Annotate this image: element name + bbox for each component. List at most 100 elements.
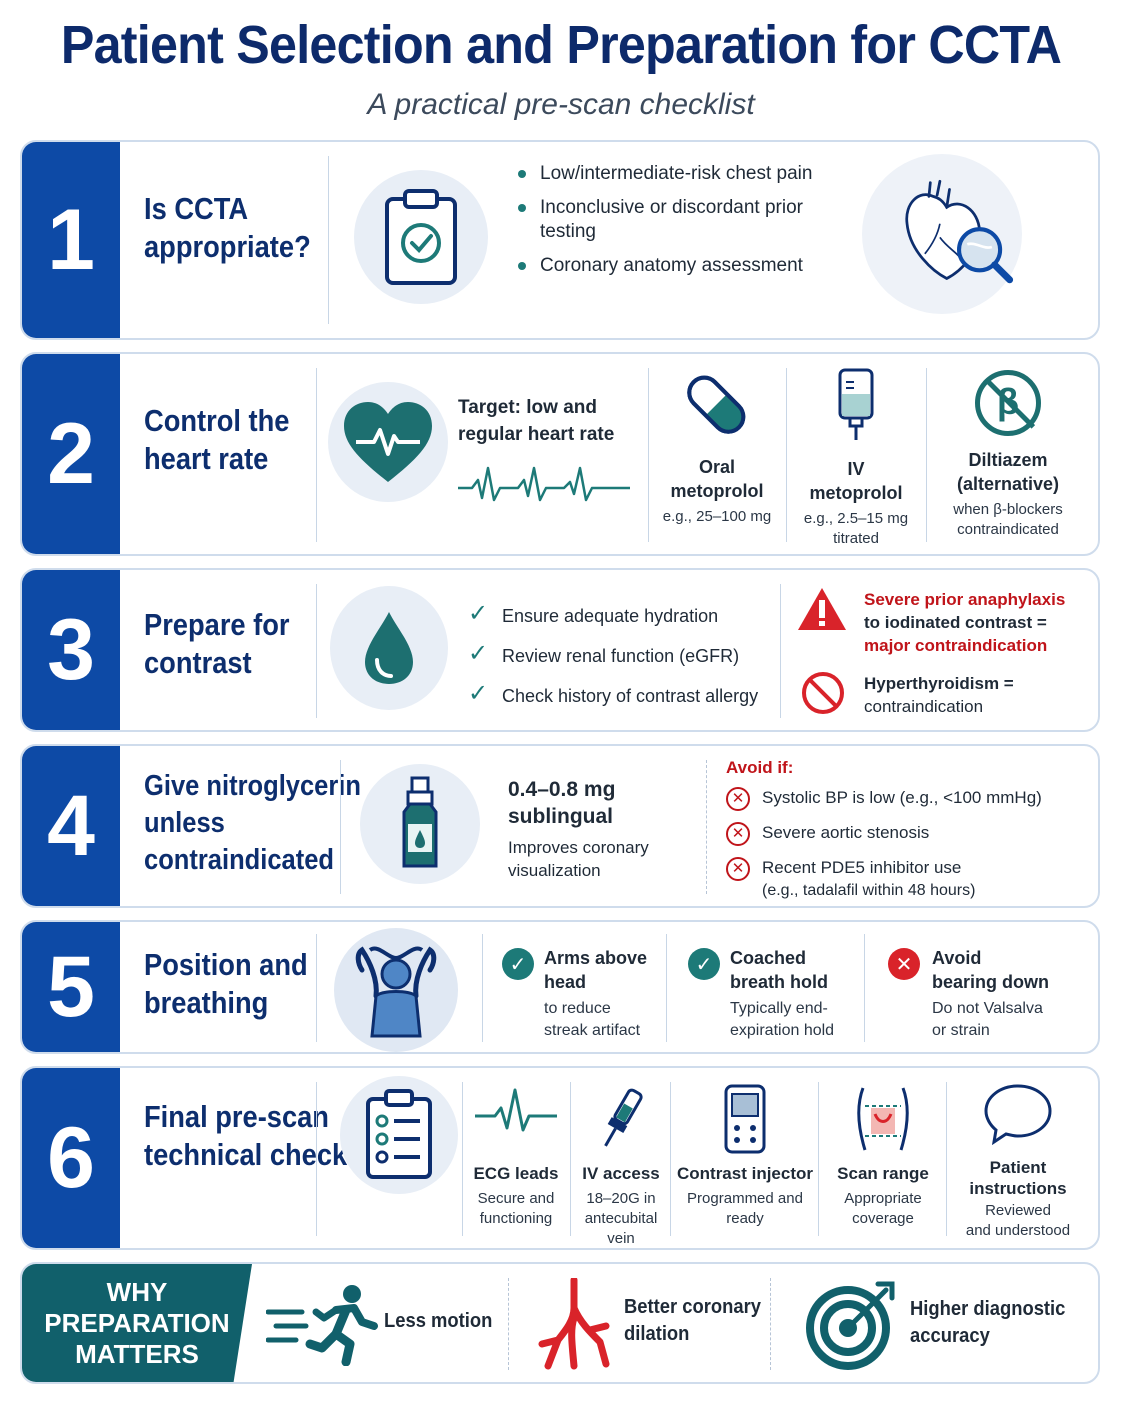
divider: [864, 934, 865, 1042]
section-number: 5: [22, 922, 120, 1052]
section-number: 6: [22, 1068, 120, 1248]
iv-catheter-icon: [604, 1088, 643, 1147]
checkmark-icon: ✓: [688, 948, 720, 980]
drug-iv-metoprolol: IV metoprolol e.g., 2.5–15 mg titrated: [788, 366, 924, 549]
section-5-positioning: 5 Position and breathing ✓ Arms above he…: [20, 920, 1100, 1054]
avoid-bearing-down-item: Avoid bearing down Do not Valsalva or st…: [932, 948, 1049, 1039]
section-title: Position and breathing: [144, 947, 308, 1020]
drug-oral-metoprolol: Oral metoprolol e.g., 25–100 mg: [650, 368, 784, 527]
divider: [570, 1082, 571, 1236]
section-title: Give nitroglycerin unless contraindicate…: [144, 770, 361, 876]
divider: [316, 1082, 317, 1236]
section-1-appropriateness: 1 Is CCTA appropriate? Low/intermediate-…: [20, 140, 1100, 340]
divider: [648, 368, 649, 542]
iv-access-item: IV access 18–20G in antecubital vein: [570, 1084, 672, 1248]
list-item: Check history of contrast allergy: [466, 682, 786, 708]
x-circle-icon: ✕: [888, 948, 920, 980]
list-item: Inconclusive or discordant prior testing: [514, 196, 814, 244]
why-preparation-matters: WHY PREPARATION MATTERS Less motion Bett…: [20, 1262, 1100, 1384]
x-circle-icon: ✕: [726, 822, 750, 846]
divider: [508, 1278, 509, 1370]
warning-triangle-icon: [798, 588, 846, 630]
heart-magnifier-icon: [862, 154, 1022, 314]
target-text: Target: low and regular heart rate: [458, 397, 615, 445]
header: Patient Selection and Preparation for CC…: [0, 14, 1122, 122]
no-beta-blocker-icon: β: [975, 370, 1041, 436]
hyperthyroidism-note: Hyperthyroidism = contraindication: [864, 674, 1014, 716]
list-item: Review renal function (eGFR): [466, 642, 786, 668]
divider: [316, 368, 317, 542]
ecg-leads-item: ECG leads Secure and functioning: [464, 1086, 568, 1229]
higher-accuracy-text: Higher diagnostic accuracy: [910, 1298, 1066, 1347]
section-title: Is CCTA appropriate?: [144, 191, 311, 264]
better-dilation-text: Better coronary dilation: [624, 1296, 762, 1345]
divider: [786, 368, 787, 542]
divider: [666, 934, 667, 1042]
clipboard-check-icon: [354, 170, 488, 304]
arms-raised-person-icon: [334, 928, 458, 1052]
divider: [946, 1082, 947, 1236]
list-item: ✕ Systolic BP is low (e.g., <100 mmHg): [726, 786, 1086, 811]
divider: [328, 156, 329, 324]
list-item: Coronary anatomy assessment: [514, 254, 814, 278]
section-title: Control the heart rate: [144, 403, 290, 476]
contrast-injector-item: Contrast injector Programmed and ready: [672, 1084, 818, 1229]
speech-bubble-icon: [984, 1084, 1052, 1146]
why-label: WHY PREPARATION MATTERS: [22, 1264, 252, 1382]
divider: [770, 1278, 771, 1370]
divider: [818, 1082, 819, 1236]
water-drop-icon: [330, 586, 448, 710]
x-circle-icon: ✕: [726, 857, 750, 881]
page-title: Patient Selection and Preparation for CC…: [60, 15, 1062, 75]
running-person-icon: [266, 1285, 378, 1366]
list-item: ✕ Severe aortic stenosis: [726, 821, 1086, 846]
divider: [926, 368, 927, 542]
divider: [340, 760, 341, 894]
list-item: ✕ Recent PDE5 inhibitor use (e.g., tadal…: [726, 856, 1086, 902]
checkmark-icon: ✓: [502, 948, 534, 980]
section-number: 2: [22, 354, 120, 554]
breath-hold-item: Coached breath hold Typically end- expir…: [730, 948, 835, 1039]
divider: [482, 934, 483, 1042]
drug-diltiazem: β Diltiazem (alternative) when β-blocker…: [928, 370, 1088, 540]
criteria-list: Low/intermediate-risk chest pain Inconcl…: [514, 162, 814, 288]
less-motion-text: Less motion: [384, 1310, 493, 1332]
ecg-waveform-icon: [475, 1088, 557, 1132]
section-6-final-check: 6 Final pre-scan technical check ECG lea…: [20, 1066, 1100, 1250]
arms-above-head-item: Arms above head to reduce streak artifac…: [544, 948, 648, 1039]
section-title: Prepare for contrast: [144, 607, 290, 680]
coronary-artery-icon: [538, 1278, 610, 1370]
target-bullseye-icon: [806, 1281, 895, 1370]
divider: [316, 584, 317, 718]
spray-bottle-icon: [360, 764, 480, 884]
section-number: 4: [22, 746, 120, 906]
section-title: Final pre-scan technical check: [144, 1099, 348, 1172]
page-subtitle: A practical pre-scan checklist: [367, 88, 755, 121]
torso-scan-icon: [857, 1087, 909, 1151]
section-2-heart-rate: 2 Control the heart rate Target: low and…: [20, 352, 1100, 556]
checklist-clipboard-icon: [340, 1076, 458, 1194]
divider: [780, 584, 781, 718]
scan-range-item: Scan range Appropriate coverage: [820, 1084, 946, 1229]
avoid-label: Avoid if:: [726, 758, 794, 777]
x-circle-icon: ✕: [726, 787, 750, 811]
divider: [706, 760, 707, 894]
section-3-contrast: 3 Prepare for contrast Ensure adequate h…: [20, 568, 1100, 732]
list-item: Ensure adequate hydration: [466, 602, 786, 628]
section-4-nitroglycerin: 4 Give nitroglycerin unless contraindica…: [20, 744, 1100, 908]
section-number: 1: [22, 142, 120, 338]
nitro-dose: 0.4–0.8 mg sublingual: [508, 778, 616, 828]
prohibited-icon: [802, 672, 844, 714]
divider: [670, 1082, 671, 1236]
nitro-benefit: Improves coronary visualization: [508, 838, 649, 880]
heart-pulse-icon: [328, 382, 448, 502]
pill-capsule-icon: [687, 375, 746, 434]
avoid-list: ✕ Systolic BP is low (e.g., <100 mmHg) ✕…: [726, 786, 1086, 906]
iv-bag-icon: [838, 368, 874, 440]
list-item: Low/intermediate-risk chest pain: [514, 162, 814, 186]
contrast-checklist: Ensure adequate hydration Review renal f…: [466, 602, 786, 724]
divider: [462, 1082, 463, 1236]
patient-instructions-item: Patient instructions Reviewed and unders…: [948, 1082, 1088, 1241]
divider: [316, 934, 317, 1042]
anaphylaxis-warning: Severe prior anaphylaxis to iodinated co…: [864, 590, 1066, 655]
